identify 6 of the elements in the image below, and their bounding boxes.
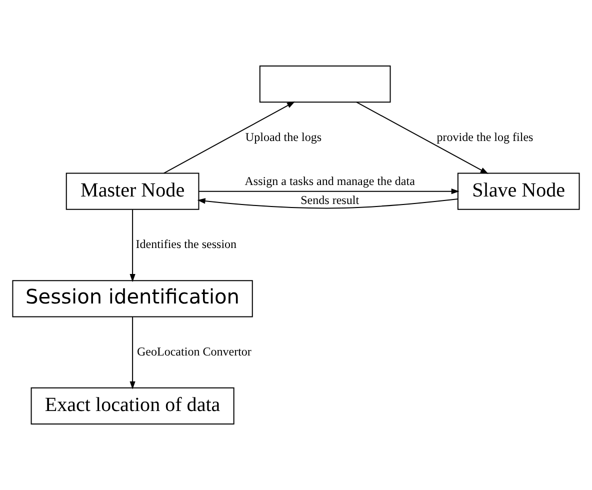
edge-label: provide the log files [436,130,534,144]
edge-label: GeoLocation Convertor [136,344,252,358]
edge-label: Upload the logs [245,130,322,144]
edge-label: Identifies the session [136,237,237,252]
edge-label: Sends result [300,192,360,207]
edge-label: Assign a tasks and manage the data [244,174,415,188]
